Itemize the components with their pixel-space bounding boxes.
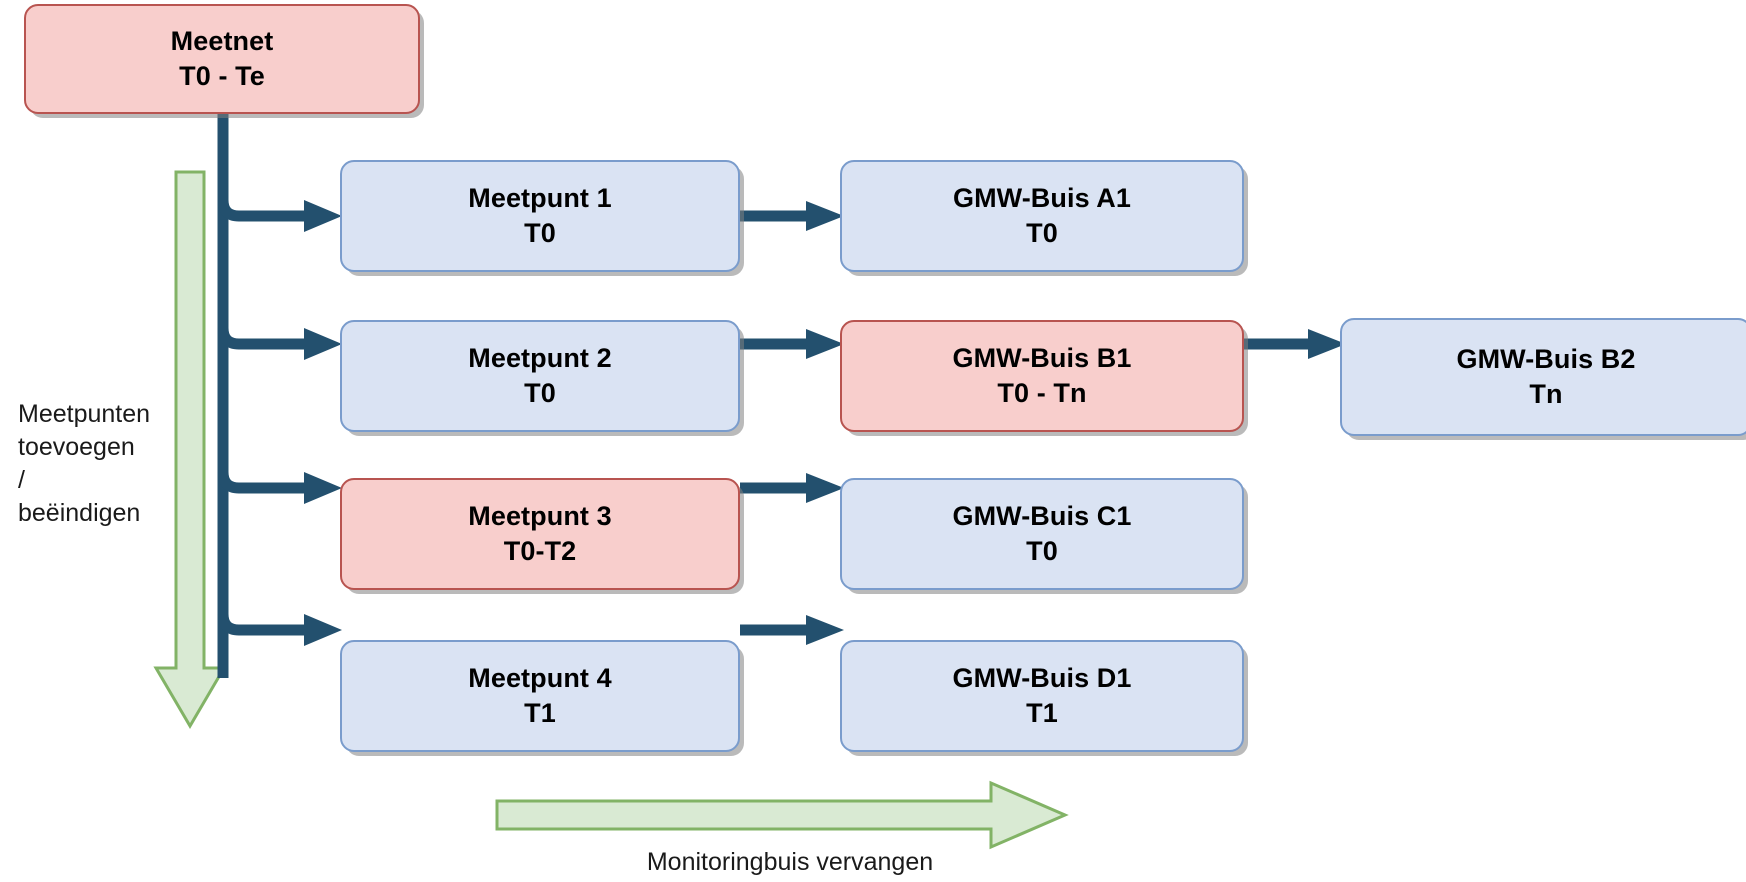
green-right-arrow [495, 780, 1069, 850]
node-gmw-buis-d1[interactable]: GMW-Buis D1 T1 [840, 640, 1244, 752]
node-meetnet-line1: Meetnet [170, 25, 274, 56]
node-meetpunt-4-line2: T1 [524, 698, 556, 728]
node-meetpunt-1-line1: Meetpunt 1 [468, 182, 612, 213]
node-gmw-buis-d1-line2: T1 [1026, 698, 1058, 728]
node-gmw-buis-c1[interactable]: GMW-Buis C1 T0 [840, 478, 1244, 590]
node-meetpunt-3[interactable]: Meetpunt 3 T0-T2 [340, 478, 740, 590]
node-meetpunt-2[interactable]: Meetpunt 2 T0 [340, 320, 740, 432]
label-meetpunten-toevoegen: Meetpunten toevoegen / beëindigen [18, 400, 151, 527]
node-gmw-buis-a1[interactable]: GMW-Buis A1 T0 [840, 160, 1244, 272]
node-meetnet-line2: T0 - Te [179, 61, 265, 91]
node-gmw-buis-c1-line1: GMW-Buis C1 [952, 500, 1132, 531]
connector-buisB1-to-buisB2 [1242, 329, 1346, 359]
connector-mp3-to-buisC1 [740, 473, 844, 503]
node-gmw-buis-b2[interactable]: GMW-Buis B2 Tn [1340, 318, 1746, 436]
label-monitoringbuis-vervangen: Monitoringbuis vervangen [646, 848, 934, 876]
node-gmw-buis-b1-line2: T0 - Tn [997, 378, 1087, 408]
node-gmw-buis-c1-line2: T0 [1026, 536, 1058, 566]
connector-mp2-to-buisB1 [740, 329, 844, 359]
node-gmw-buis-a1-line1: GMW-Buis A1 [952, 182, 1132, 213]
node-meetpunt-1-line2: T0 [524, 218, 556, 248]
node-gmw-buis-d1-line1: GMW-Buis D1 [952, 662, 1132, 693]
node-meetnet[interactable]: Meetnet T0 - Te [24, 4, 420, 114]
node-meetpunt-4-line1: Meetpunt 4 [468, 662, 612, 693]
connector-mp1-to-buisA1 [740, 201, 844, 231]
meetnet-branch-connectors [217, 100, 342, 678]
node-meetpunt-3-line2: T0-T2 [503, 536, 577, 566]
node-gmw-buis-a1-line2: T0 [1026, 218, 1058, 248]
node-meetpunt-4[interactable]: Meetpunt 4 T1 [340, 640, 740, 752]
green-down-arrow [153, 170, 227, 729]
node-meetpunt-2-line1: Meetpunt 2 [468, 342, 612, 373]
node-gmw-buis-b1-line1: GMW-Buis B1 [952, 342, 1132, 373]
node-gmw-buis-b1[interactable]: GMW-Buis B1 T0 - Tn [840, 320, 1244, 432]
connector-mp4-to-buisD1 [740, 615, 844, 645]
node-meetpunt-1[interactable]: Meetpunt 1 T0 [340, 160, 740, 272]
node-meetpunt-2-line2: T0 [524, 378, 556, 408]
node-gmw-buis-b2-line2: Tn [1529, 379, 1563, 409]
node-gmw-buis-b2-line1: GMW-Buis B2 [1456, 343, 1636, 374]
node-meetpunt-3-line1: Meetpunt 3 [468, 500, 612, 531]
